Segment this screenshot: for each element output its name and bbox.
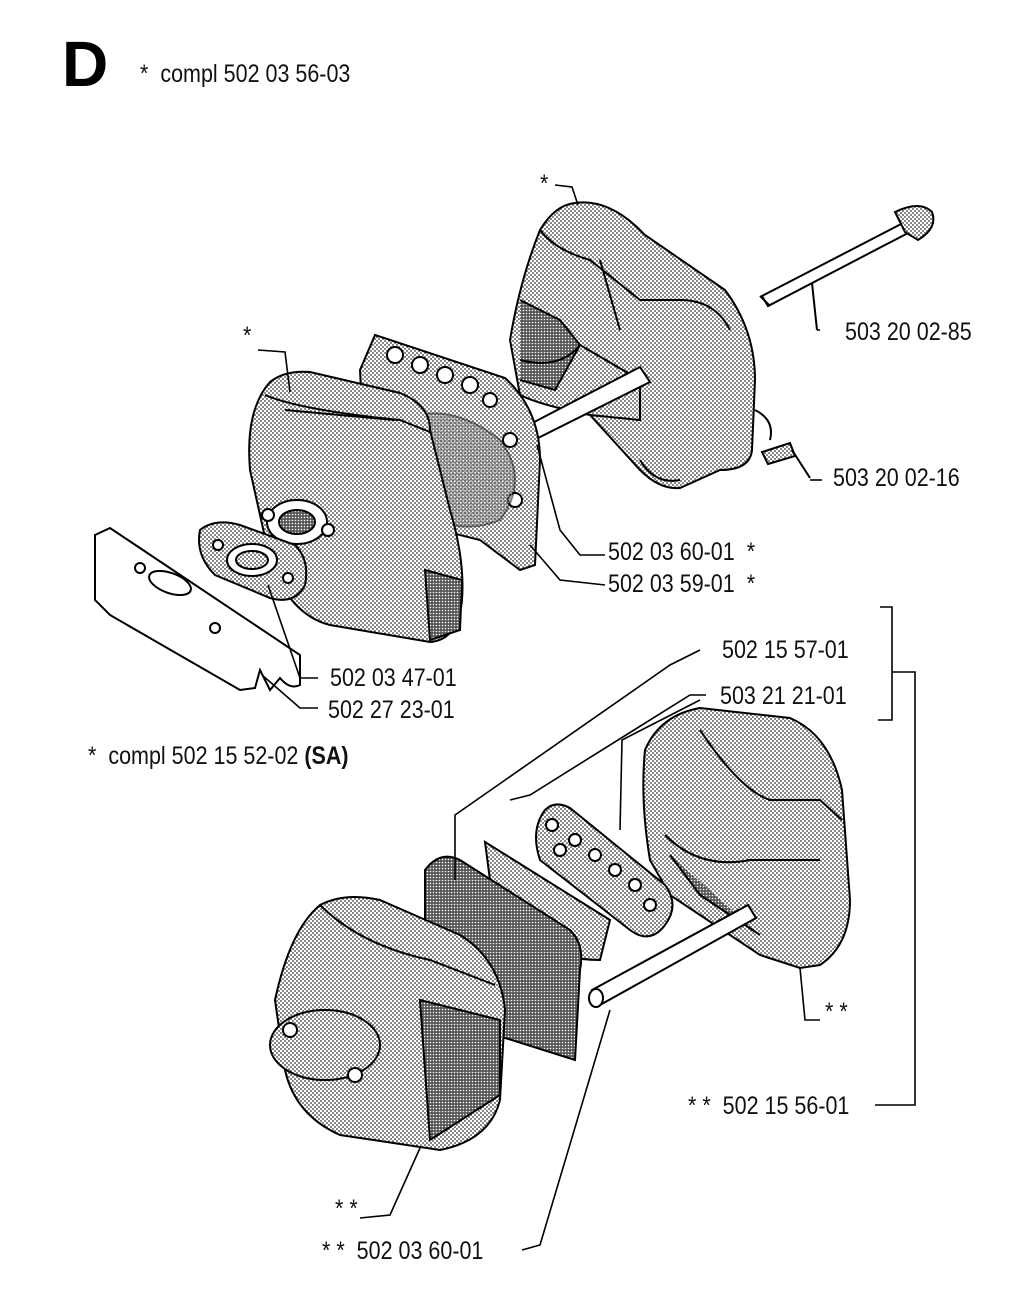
upper-rear-housing	[508, 201, 772, 490]
plate-upper-part-number: 502 03 59-01	[608, 570, 735, 598]
tube-lower-part-number: 502 03 60-01	[356, 1237, 484, 1265]
lower-front-housing	[269, 895, 507, 1152]
perforated-plate-part-number: 502 15 57-01	[722, 636, 849, 664]
section-letter: D	[62, 28, 109, 100]
lower-kit-suffix: (SA)	[304, 742, 349, 770]
lower-tube	[588, 903, 758, 1008]
heat-shield	[94, 526, 301, 692]
top-kit-label: * compl 502 03 56-03	[140, 60, 350, 89]
tube-upper-marker: *	[746, 538, 756, 566]
lower-kit-text: compl 502 15 52-02	[108, 742, 299, 770]
top-kit-marker: *	[140, 60, 149, 88]
gasket	[198, 521, 308, 601]
shield-part-number: 502 27 23-01	[328, 696, 455, 724]
kit-lower-part-number: 502 15 56-01	[722, 1092, 850, 1120]
lower-perforated-plate	[535, 803, 674, 938]
tube-upper-label: 502 03 60-01 *	[608, 538, 755, 567]
tube-upper-part-number: 502 03 60-01	[608, 538, 735, 566]
tube-lower-marker: * *	[322, 1237, 345, 1265]
kit-lower-marker: * *	[688, 1092, 711, 1120]
plate-upper-marker: *	[746, 570, 756, 598]
plate-upper-label: 502 03 59-01 *	[608, 570, 755, 599]
small-screw	[760, 441, 811, 479]
front-housing-upper-marker: *	[243, 322, 252, 350]
gasket-lower-part-number: 503 21 21-01	[720, 682, 847, 710]
lower-kit-label: * compl 502 15 52-02 (SA)	[88, 742, 349, 771]
bolt-part-number: 503 20 02-85	[845, 318, 972, 346]
tube-lower-label: * * 502 03 60-01	[322, 1237, 483, 1266]
screw-part-number: 503 20 02-16	[833, 464, 960, 492]
lower-kit-marker: *	[88, 742, 97, 770]
top-kit-text: compl 502 03 56-03	[160, 60, 351, 88]
top-housing-marker: *	[540, 170, 549, 198]
rear-housing-marker: * *	[825, 998, 848, 1026]
lower-rear-housing	[642, 706, 852, 970]
leader-lines	[257, 184, 916, 1251]
long-bolt	[759, 205, 935, 331]
kit-lower-label: * * 502 15 56-01	[688, 1092, 849, 1121]
front-housing-marker: * *	[335, 1195, 358, 1223]
gasket-part-number: 502 03 47-01	[330, 664, 457, 692]
